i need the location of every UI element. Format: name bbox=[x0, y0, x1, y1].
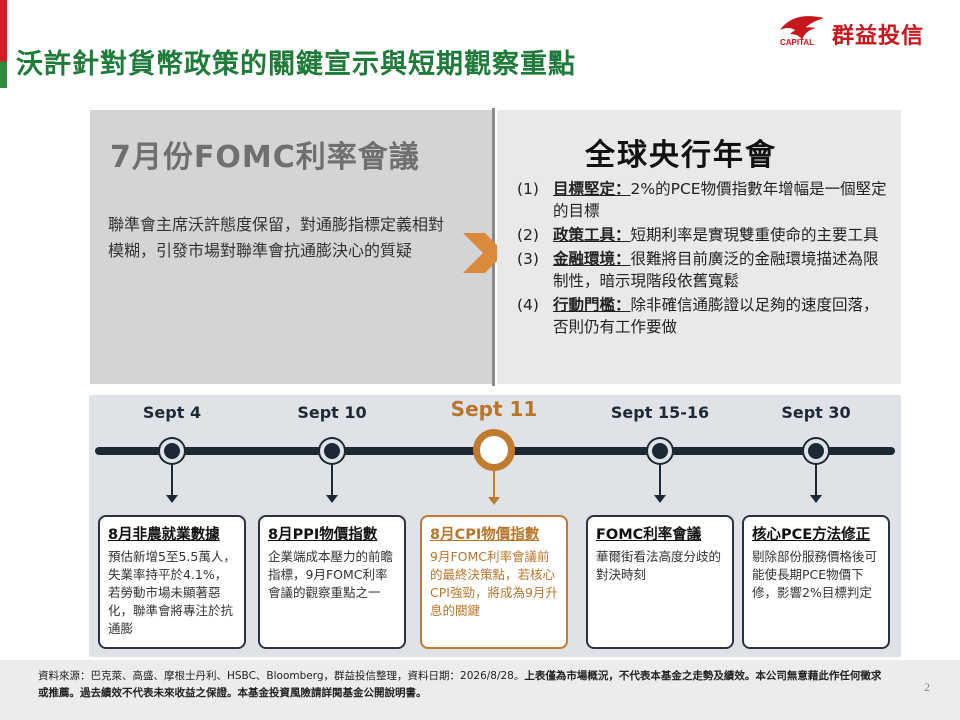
timeline-node bbox=[320, 439, 344, 463]
key-point-keyword: 行動門檻： bbox=[553, 296, 631, 314]
key-points-list: (1) 目標堅定：2%的PCE物價指數年增幅是一個堅定的目標 (2) 政策工具：… bbox=[517, 178, 889, 340]
event-card-body: 9月FOMC利率會議前的最終決策點，若核心CPI強勁，將成為9月升息的關鍵 bbox=[430, 549, 558, 618]
timeline-connector bbox=[654, 463, 666, 503]
logo-mark-icon bbox=[780, 16, 824, 40]
timeline-connector bbox=[326, 463, 338, 503]
central-bank-panel: 全球央行年會 (1) 目標堅定：2%的PCE物價指數年增幅是一個堅定的目標 (2… bbox=[497, 110, 901, 384]
timeline-node bbox=[160, 439, 184, 463]
event-card-body: 預估新增5至5.5萬人，失業率持平於4.1%，若勞動市場未顯著惡化，聯準會將專注… bbox=[108, 549, 236, 636]
key-point-number: (3) bbox=[517, 250, 539, 268]
footer: 資料來源：巴克萊、高盛、摩根士丹利、HSBC、Bloomberg，群益投信整理，… bbox=[0, 660, 960, 720]
company-logo: CAPITAL 群益投信 bbox=[776, 10, 946, 50]
page-number: 2 bbox=[924, 680, 930, 694]
logo-sub-text: CAPITAL bbox=[780, 38, 815, 47]
event-card-body: 企業端成本壓力的前瞻指標，9月FOMC利率會議的觀察重點之一 bbox=[268, 549, 394, 600]
key-point-item: (2) 政策工具：短期利率是實現雙重使命的主要工具 bbox=[517, 224, 889, 246]
event-card: 8月非農就業數據 預估新增5至5.5萬人，失業率持平於4.1%，若勞動市場未顯著… bbox=[98, 515, 246, 649]
event-card-title: 8月非農就業數據 bbox=[108, 527, 220, 543]
timeline-date-highlight: Sept 11 bbox=[450, 397, 538, 421]
event-card: 核心PCE方法修正 剔除部份服務價格後可能使長期PCE物價下修，影響2%目標判定 bbox=[742, 515, 890, 649]
logo-brand-text: 群益投信 bbox=[832, 24, 925, 49]
timeline-date: Sept 4 bbox=[142, 403, 202, 422]
timeline-node bbox=[804, 439, 828, 463]
timeline-connector-highlight bbox=[488, 471, 500, 505]
timeline-connector bbox=[166, 463, 178, 503]
key-point-number: (1) bbox=[517, 180, 539, 198]
timeline-node-highlight bbox=[473, 429, 515, 471]
key-point-item: (1) 目標堅定：2%的PCE物價指數年增幅是一個堅定的目標 bbox=[517, 178, 889, 222]
key-point-number: (4) bbox=[517, 296, 539, 314]
event-card-body: 華爾街看法高度分歧的對決時刻 bbox=[596, 549, 722, 582]
event-card: 8月PPI物價指數 企業端成本壓力的前瞻指標，9月FOMC利率會議的觀察重點之一 bbox=[258, 515, 406, 649]
key-point-text: 除非確信通膨證以足夠的速度回落，否則仍有工作要做 bbox=[553, 296, 879, 336]
key-point-keyword: 目標堅定： bbox=[553, 180, 631, 198]
key-point-item: (3) 金融環境：很難將目前廣泛的金融環境描述為限制性，暗示現階段依舊寬鬆 bbox=[517, 248, 889, 292]
key-point-keyword: 金融環境： bbox=[553, 250, 631, 268]
event-card-title: FOMC利率會議 bbox=[596, 527, 702, 543]
key-point-keyword: 政策工具： bbox=[553, 226, 631, 244]
key-point-number: (2) bbox=[517, 226, 539, 244]
timeline-panel: Sept 4 Sept 10 Sept 11 Sept 15-16 Sept 3… bbox=[89, 395, 901, 657]
event-card: FOMC利率會議 華爾街看法高度分歧的對決時刻 bbox=[586, 515, 734, 649]
event-card-body: 剔除部份服務價格後可能使長期PCE物價下修，影響2%目標判定 bbox=[752, 549, 878, 600]
central-bank-panel-title: 全球央行年會 bbox=[585, 138, 777, 173]
source-note: 資料來源：巴克萊、高盛、摩根士丹利、HSBC、Bloomberg，群益投信整理，… bbox=[38, 670, 525, 682]
disclaimer-text: 上表僅為市場概況，不代表本基金之走勢及績效。本公司無意藉此作任何徵求或推薦。過去… bbox=[38, 670, 882, 699]
header-accent-bar bbox=[0, 0, 7, 88]
timeline-connector bbox=[810, 463, 822, 503]
page-title: 沃許針對貨幣政策的關鍵宣示與短期觀察重點 bbox=[16, 49, 576, 80]
fomc-panel: 7月份FOMC利率會議 聯準會主席沃許態度保留，對通膨指標定義相對模糊，引發市場… bbox=[90, 110, 492, 384]
event-card-highlight: 8月CPI物價指數 9月FOMC利率會議前的最終決策點，若核心CPI強勁，將成為… bbox=[420, 515, 568, 649]
fomc-panel-body: 聯準會主席沃許態度保留，對通膨指標定義相對模糊，引發市場對聯準會抗通膨決心的質疑 bbox=[108, 215, 445, 260]
key-point-text: 短期利率是實現雙重使命的主要工具 bbox=[630, 226, 879, 244]
footer-disclaimer: 資料來源：巴克萊、高盛、摩根士丹利、HSBC、Bloomberg，群益投信整理，… bbox=[38, 668, 888, 702]
timeline-date: Sept 15-16 bbox=[610, 403, 710, 422]
timeline-date: Sept 10 bbox=[297, 403, 367, 422]
key-point-text: 很難將目前廣泛的金融環境描述為限制性，暗示現階段依舊寬鬆 bbox=[553, 250, 879, 290]
timeline-node bbox=[648, 439, 672, 463]
key-point-text: 2%的PCE物價指數年增幅是一個堅定的目標 bbox=[553, 180, 887, 220]
chevron-right-icon bbox=[463, 233, 505, 273]
key-point-item: (4) 行動門檻：除非確信通膨證以足夠的速度回落，否則仍有工作要做 bbox=[517, 294, 889, 338]
event-card-title: 8月PPI物價指數 bbox=[268, 527, 378, 543]
event-card-title: 核心PCE方法修正 bbox=[752, 527, 871, 543]
fomc-panel-title: 7月份FOMC利率會議 bbox=[110, 140, 420, 175]
event-card-title: 8月CPI物價指數 bbox=[430, 527, 540, 543]
timeline-date: Sept 30 bbox=[781, 403, 851, 422]
